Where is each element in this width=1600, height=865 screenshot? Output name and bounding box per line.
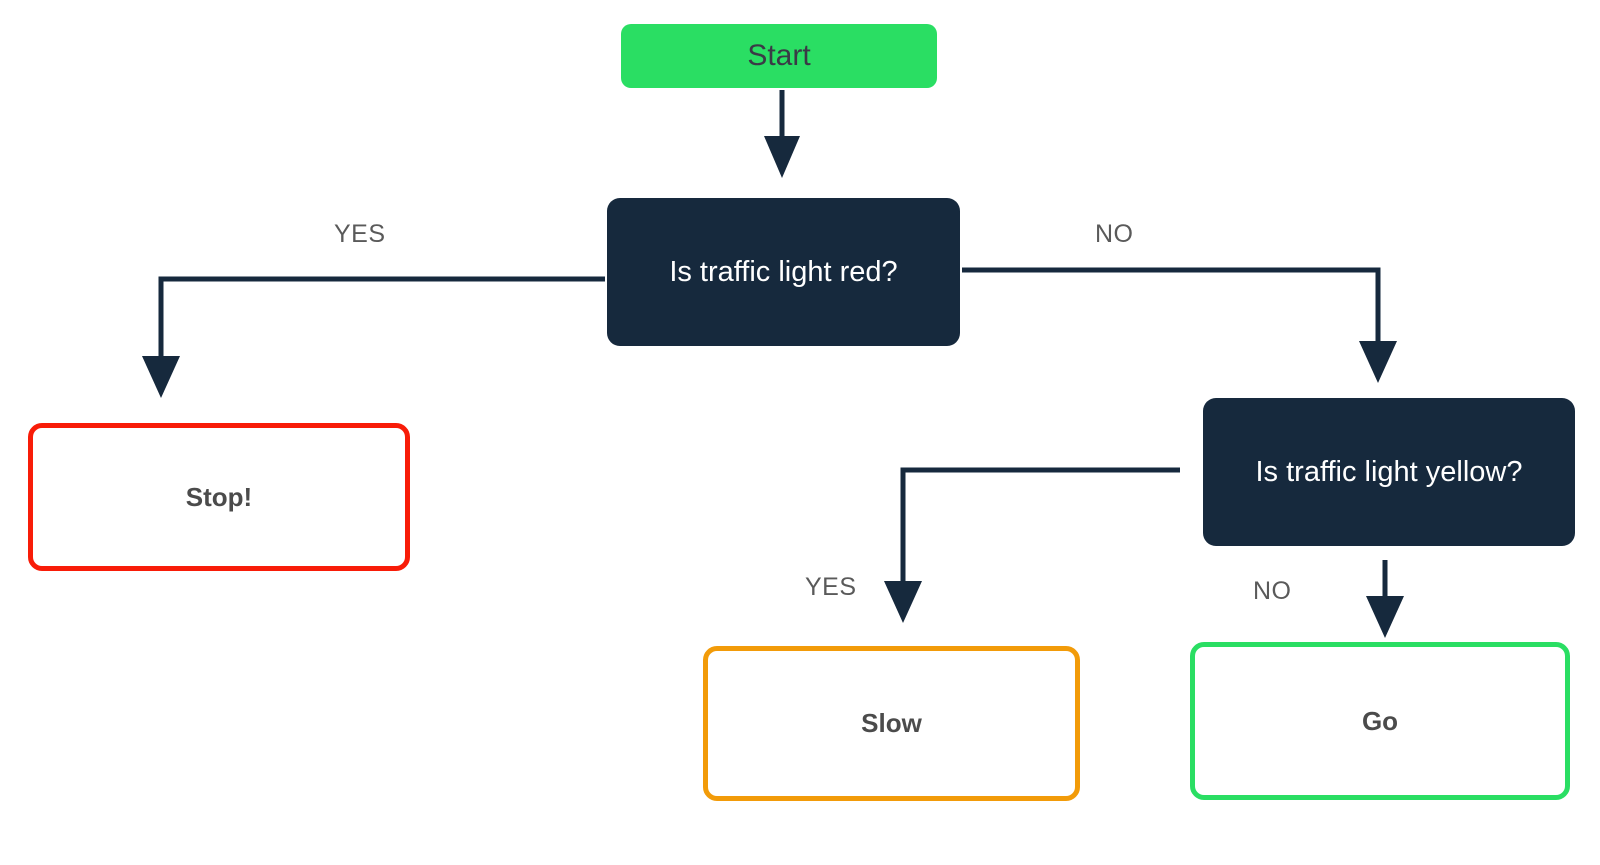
- edge-label-red-no: NO: [1095, 220, 1134, 248]
- edge-label-yellow-yes: YES: [805, 573, 857, 601]
- edge-label-red-yes: YES: [334, 220, 386, 248]
- node-decision-is-traffic-light-red[interactable]: Is traffic light red?: [607, 198, 960, 346]
- edge-decision-red-yes-to-stop: [142, 276, 605, 398]
- node-stop[interactable]: Stop!: [28, 423, 410, 571]
- edge-decision-red-no-to-decision-yellow: [962, 267, 1397, 383]
- edge-decision-yellow-no-to-go: [1366, 560, 1404, 638]
- edge-start-to-decision-red: [764, 90, 800, 178]
- node-start[interactable]: Start: [621, 24, 937, 88]
- edge-decision-yellow-yes-to-slow: [884, 467, 1180, 623]
- node-decision-is-traffic-light-yellow[interactable]: Is traffic light yellow?: [1203, 398, 1575, 546]
- edge-label-yellow-no: NO: [1253, 577, 1292, 605]
- node-slow[interactable]: Slow: [703, 646, 1080, 801]
- node-go[interactable]: Go: [1190, 642, 1570, 800]
